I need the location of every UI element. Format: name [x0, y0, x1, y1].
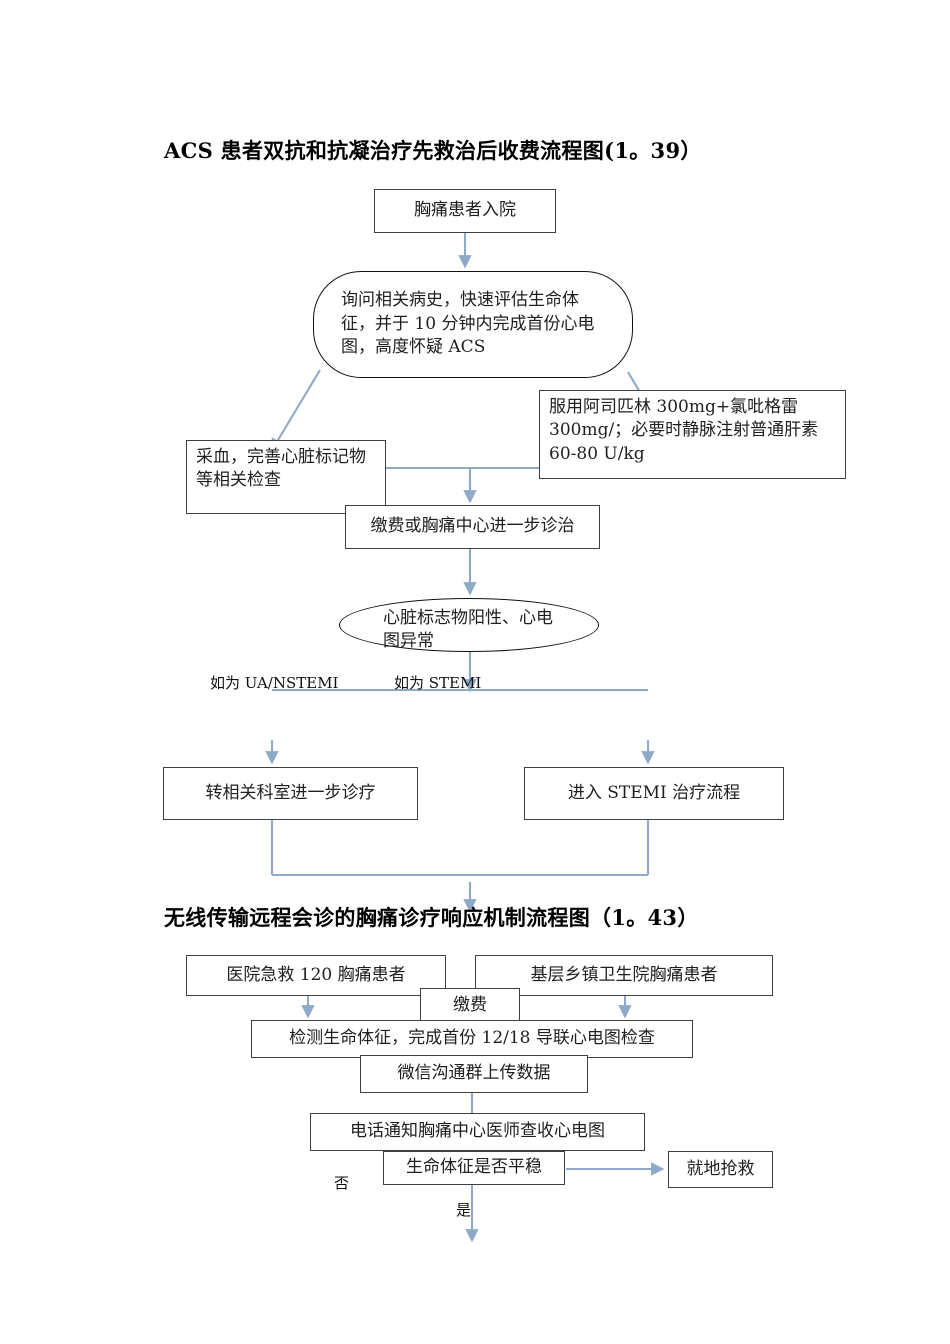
node-assess-label: 询问相关病史，快速评估生命体征，并于 10 分钟内完成首份心电图，高度怀疑 AC… — [341, 290, 595, 358]
node-vitals-stable-decision-label: 生命体征是否平稳 — [406, 1157, 542, 1178]
edge-assess-to-blood — [270, 369, 321, 453]
node-vitals-stable-decision: 生命体征是否平稳 — [383, 1151, 565, 1185]
node-assess: 询问相关病史，快速评估生命体征，并于 10 分钟内完成首份心电图，高度怀疑 AC… — [313, 271, 633, 378]
node-stemi-pathway-label: 进入 STEMI 治疗流程 — [567, 782, 741, 803]
edge-label-yes: 是 — [456, 1201, 472, 1219]
node-biomarker-positive: 心脏标志物阳性、心电图异常 — [339, 598, 599, 652]
node-wechat-upload: 微信沟通群上传数据 — [360, 1055, 588, 1093]
node-township-clinic: 基层乡镇卫生院胸痛患者 — [475, 955, 773, 996]
node-township-clinic-label: 基层乡镇卫生院胸痛患者 — [530, 964, 718, 985]
node-fee: 缴费 — [420, 988, 520, 1023]
node-biomarker-positive-label: 心脏标志物阳性、心电图异常 — [383, 608, 553, 652]
node-vitals-ecg: 检测生命体征，完成首份 12/18 导联心电图检查 — [251, 1020, 693, 1058]
node-admit-label: 胸痛患者入院 — [414, 200, 516, 221]
node-onsite-rescue-label: 就地抢救 — [686, 1158, 755, 1179]
node-medication-label: 服用阿司匹林 300mg+氯吡格雷 300mg/；必要时静脉注射普通肝素 60-… — [549, 397, 819, 464]
node-blood-sampling: 采血，完善心脏标记物等相关检查 — [186, 440, 386, 514]
edge-label-ua-nstemi: 如为 UA/NSTEMI — [210, 674, 339, 692]
node-wechat-upload-label: 微信沟通群上传数据 — [397, 1063, 551, 1084]
edge-label-stemi: 如为 STEMI — [394, 674, 482, 692]
node-hospital-120: 医院急救 120 胸痛患者 — [186, 955, 446, 996]
node-stemi-pathway: 进入 STEMI 治疗流程 — [524, 767, 784, 820]
node-onsite-rescue: 就地抢救 — [668, 1151, 773, 1188]
node-payment-label: 缴费或胸痛中心进一步诊治 — [370, 516, 575, 537]
node-vitals-ecg-label: 检测生命体征，完成首份 12/18 导联心电图检查 — [289, 1028, 655, 1049]
node-transfer-department: 转相关科室进一步诊疗 — [163, 767, 418, 820]
node-admit: 胸痛患者入院 — [374, 189, 556, 233]
node-phone-notify-label: 电话通知胸痛中心医师查收心电图 — [350, 1121, 605, 1142]
node-blood-sampling-label: 采血，完善心脏标记物等相关检查 — [196, 447, 366, 491]
page-title-chart-1: ACS 患者双抗和抗凝治疗先救治后收费流程图(1。39） — [164, 138, 702, 163]
node-transfer-department-label: 转相关科室进一步诊疗 — [205, 782, 376, 803]
page-title-chart-2: 无线传输远程会诊的胸痛诊疗响应机制流程图（1。43） — [164, 905, 699, 930]
node-fee-label: 缴费 — [453, 994, 487, 1015]
edge-label-no: 否 — [334, 1174, 350, 1192]
node-medication: 服用阿司匹林 300mg+氯吡格雷 300mg/；必要时静脉注射普通肝素 60-… — [539, 390, 846, 479]
node-payment: 缴费或胸痛中心进一步诊治 — [345, 505, 600, 549]
node-hospital-120-label: 医院急救 120 胸痛患者 — [226, 964, 406, 985]
node-phone-notify: 电话通知胸痛中心医师查收心电图 — [310, 1113, 645, 1151]
